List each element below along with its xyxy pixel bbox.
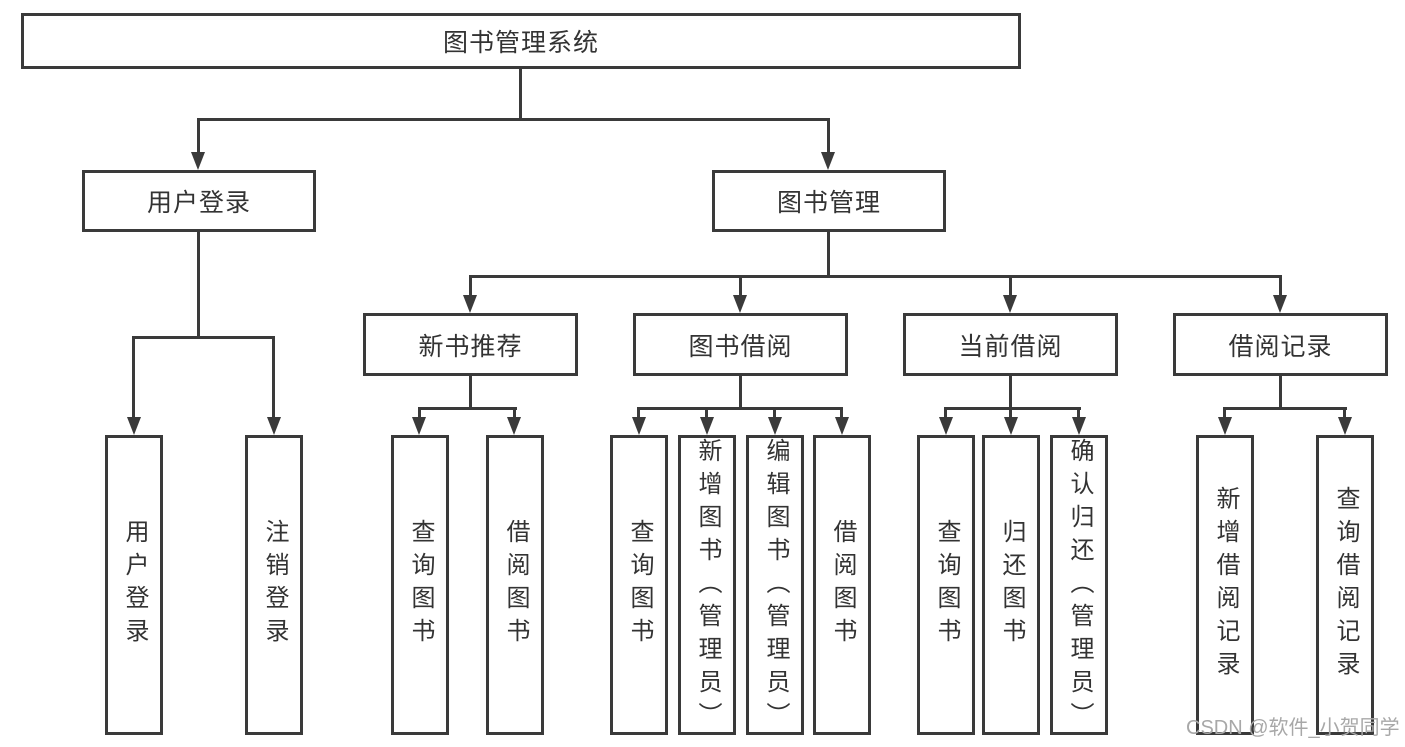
leaf-add-book-admin-label: 新增图书（管理员） — [694, 438, 721, 735]
leaf-edit-book-admin: 编辑图书（管理员） — [746, 435, 804, 735]
connector-user-login-stem — [197, 232, 200, 336]
leaf-return-book: 归还图书 — [982, 435, 1040, 735]
leaf-logout: 注销登录 — [245, 435, 303, 735]
connector-to-user-login — [197, 118, 200, 154]
arrow-down-icon — [768, 417, 782, 435]
connector-leaf-stub — [1223, 407, 1226, 419]
connector-user-login-crossbar — [132, 336, 275, 339]
leaf-borrow-book: 借阅图书 — [813, 435, 871, 735]
leaf-user-login-label: 用户登录 — [121, 519, 148, 651]
leaf-add-borrow-record: 新增借阅记录 — [1196, 435, 1254, 735]
leaf-query-books-recommend-label: 查询图书 — [407, 519, 434, 651]
leaf-edit-book-admin-label: 编辑图书（管理员） — [762, 438, 789, 735]
node-root-label: 图书管理系统 — [442, 29, 599, 57]
leaf-query-borrow-record: 查询借阅记录 — [1316, 435, 1374, 735]
connector-borrow-records-crossbar — [1223, 407, 1347, 410]
node-book-mgmt-label: 图书管理 — [776, 189, 881, 217]
connector-current-borrow-stem — [1009, 376, 1012, 407]
arrow-down-icon — [463, 295, 477, 313]
connector-new-book-crossbar — [418, 407, 517, 410]
node-book-borrow-label: 图书借阅 — [688, 332, 793, 361]
leaf-user-login: 用户登录 — [105, 435, 163, 735]
arrow-down-icon — [1273, 295, 1287, 313]
connector-leaf-stub — [1009, 407, 1012, 419]
arrow-down-icon — [1218, 417, 1232, 435]
node-current-borrow: 当前借阅 — [903, 313, 1118, 376]
leaf-query-books-current: 查询图书 — [917, 435, 975, 735]
leaf-borrow-book-recommend: 借阅图书 — [486, 435, 544, 735]
leaf-query-books-borrow: 查询图书 — [610, 435, 668, 735]
connector-leaf-stub — [418, 407, 421, 419]
connector-to-book-mgmt — [827, 118, 830, 154]
connector-leaf-stub — [840, 407, 843, 419]
leaf-borrow-book-label: 借阅图书 — [829, 519, 856, 651]
connector-to-current-borrow — [1009, 275, 1012, 297]
leaf-confirm-return-admin: 确认归还（管理员） — [1050, 435, 1108, 735]
leaf-query-borrow-record-label: 查询借阅记录 — [1332, 486, 1359, 684]
connector-borrow-records-stem — [1279, 376, 1282, 407]
connector-to-borrow-records — [1279, 275, 1282, 297]
connector-leaf-stub — [773, 407, 776, 419]
arrow-down-icon — [191, 152, 205, 170]
leaf-confirm-return-admin-label: 确认归还（管理员） — [1066, 438, 1093, 735]
connector-leaf-stub — [637, 407, 640, 419]
leaf-query-books-borrow-label: 查询图书 — [626, 519, 653, 651]
node-root: 图书管理系统 — [21, 13, 1021, 69]
arrow-down-icon — [1338, 417, 1352, 435]
connector-leaf-stub — [1077, 407, 1080, 419]
connector-current-borrow-crossbar — [944, 407, 1081, 410]
arrow-down-icon — [267, 417, 281, 435]
node-new-book-recommend: 新书推荐 — [363, 313, 578, 376]
arrow-down-icon — [733, 295, 747, 313]
arrow-down-icon — [1003, 295, 1017, 313]
connector-root-stem — [519, 69, 522, 118]
connector-to-leaf-user-login — [132, 336, 135, 419]
connector-leaf-stub — [944, 407, 947, 419]
node-book-borrow: 图书借阅 — [633, 313, 848, 376]
connector-leaf-stub — [1343, 407, 1346, 419]
node-current-borrow-label: 当前借阅 — [958, 332, 1063, 361]
arrow-down-icon — [127, 417, 141, 435]
arrow-down-icon — [632, 417, 646, 435]
watermark: CSDN @软件_小贺同学 — [1186, 717, 1400, 739]
connector-root-crossbar — [197, 118, 830, 121]
node-borrow-records-label: 借阅记录 — [1228, 332, 1333, 361]
arrow-down-icon — [507, 417, 521, 435]
connector-book-borrow-stem — [739, 376, 742, 407]
leaf-add-book-admin: 新增图书（管理员） — [678, 435, 736, 735]
node-borrow-records: 借阅记录 — [1173, 313, 1388, 376]
connector-leaf-stub — [513, 407, 516, 419]
connector-leaf-stub — [705, 407, 708, 419]
arrow-down-icon — [412, 417, 426, 435]
leaf-logout-label: 注销登录 — [261, 519, 288, 651]
arrow-down-icon — [835, 417, 849, 435]
arrow-down-icon — [700, 417, 714, 435]
leaf-query-books-recommend: 查询图书 — [391, 435, 449, 735]
arrow-down-icon — [939, 417, 953, 435]
node-user-login-label: 用户登录 — [146, 189, 251, 217]
node-book-mgmt: 图书管理 — [712, 170, 946, 232]
node-new-book-recommend-label: 新书推荐 — [418, 332, 523, 361]
connector-to-book-borrow — [739, 275, 742, 297]
connector-book-borrow-crossbar — [637, 407, 843, 410]
connector-to-new-book — [469, 275, 472, 297]
leaf-query-books-current-label: 查询图书 — [933, 519, 960, 651]
arrow-down-icon — [821, 152, 835, 170]
connector-to-leaf-logout — [272, 336, 275, 419]
leaf-return-book-label: 归还图书 — [998, 519, 1025, 651]
leaf-add-borrow-record-label: 新增借阅记录 — [1212, 486, 1239, 684]
connector-book-mgmt-stem — [827, 232, 830, 275]
arrow-down-icon — [1004, 417, 1018, 435]
leaf-borrow-book-recommend-label: 借阅图书 — [502, 519, 529, 651]
node-user-login: 用户登录 — [82, 170, 316, 232]
arrow-down-icon — [1072, 417, 1086, 435]
connector-new-book-stem — [469, 376, 472, 407]
connector-book-mgmt-crossbar — [469, 275, 1282, 278]
